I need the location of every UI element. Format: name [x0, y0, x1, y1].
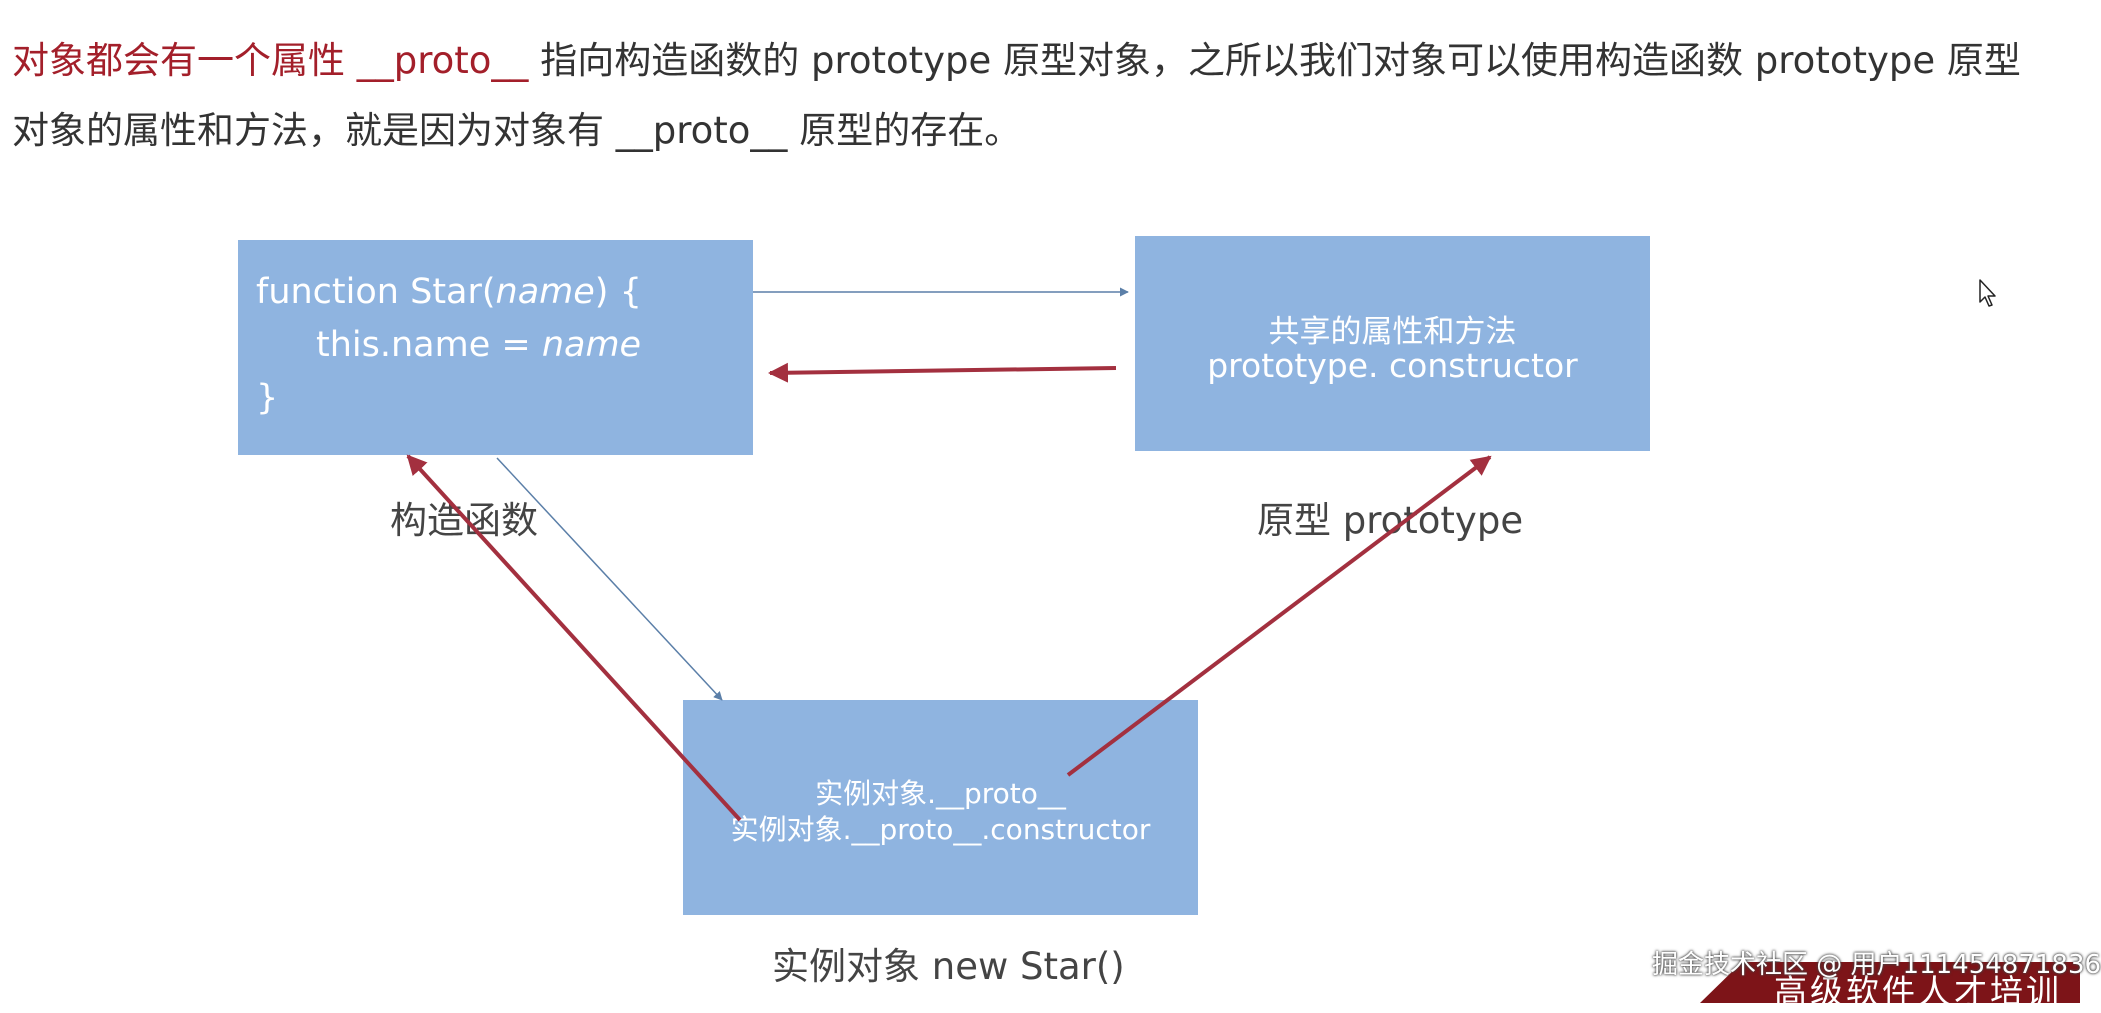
prototype-shared-text: 共享的属性和方法	[1268, 314, 1517, 350]
arrow-instance-to-constructor	[406, 454, 742, 822]
ribbon-banner: 高级软件人才培训	[1700, 962, 2080, 1003]
code-line-1-suffix: ) {	[594, 272, 642, 312]
code-line-3: }	[256, 378, 279, 418]
constructor-box: function Star(name) {this.name = name}	[238, 240, 753, 455]
code-line-2: this.name = name	[256, 319, 642, 372]
mouse-pointer-icon	[1979, 279, 1996, 307]
watermark: 掘金技术社区 @ 用户111454871836	[1652, 950, 2101, 980]
arrow-constructor-to-instance	[496, 457, 723, 701]
instance-label: 实例对象 new Star()	[772, 945, 1125, 988]
ribbon-text: 高级软件人才培训	[1774, 972, 2062, 1011]
constructor-label: 构造函数	[390, 499, 538, 542]
prototype-box: 共享的属性和方法 prototype. constructor	[1135, 236, 1650, 451]
code-line-1: function Star(name) {	[256, 266, 642, 319]
arrow-prototype-to-constructor	[768, 362, 1117, 383]
code-line-1-param: name	[495, 272, 595, 312]
code-line-2-prefix: this.name =	[316, 325, 542, 365]
instance-proto-constructor-text: 实例对象.__proto__.constructor	[730, 813, 1151, 846]
instance-proto-text: 实例对象.__proto__	[815, 777, 1066, 810]
instance-box: 实例对象.__proto__ 实例对象.__proto__.constructo…	[683, 700, 1198, 915]
code-line-2-value: name	[541, 325, 642, 365]
prototype-label: 原型 prototype	[1257, 499, 1524, 542]
intro-highlight: 对象都会有一个属性 __proto__	[12, 39, 529, 82]
constructor-code: function Star(name) {this.name = name}	[256, 266, 642, 425]
arrow-instance-to-prototype	[1066, 455, 1492, 777]
intro-rest: 指向构造函数的 prototype 原型对象，之所以我们对象可以使用构造函数 p…	[12, 39, 2021, 152]
code-line-1-prefix: function Star(	[256, 272, 496, 312]
prototype-constructor-text: prototype. constructor	[1207, 346, 1578, 385]
intro-paragraph: 对象都会有一个属性 __proto__ 指向构造函数的 prototype 原型…	[12, 26, 2052, 166]
